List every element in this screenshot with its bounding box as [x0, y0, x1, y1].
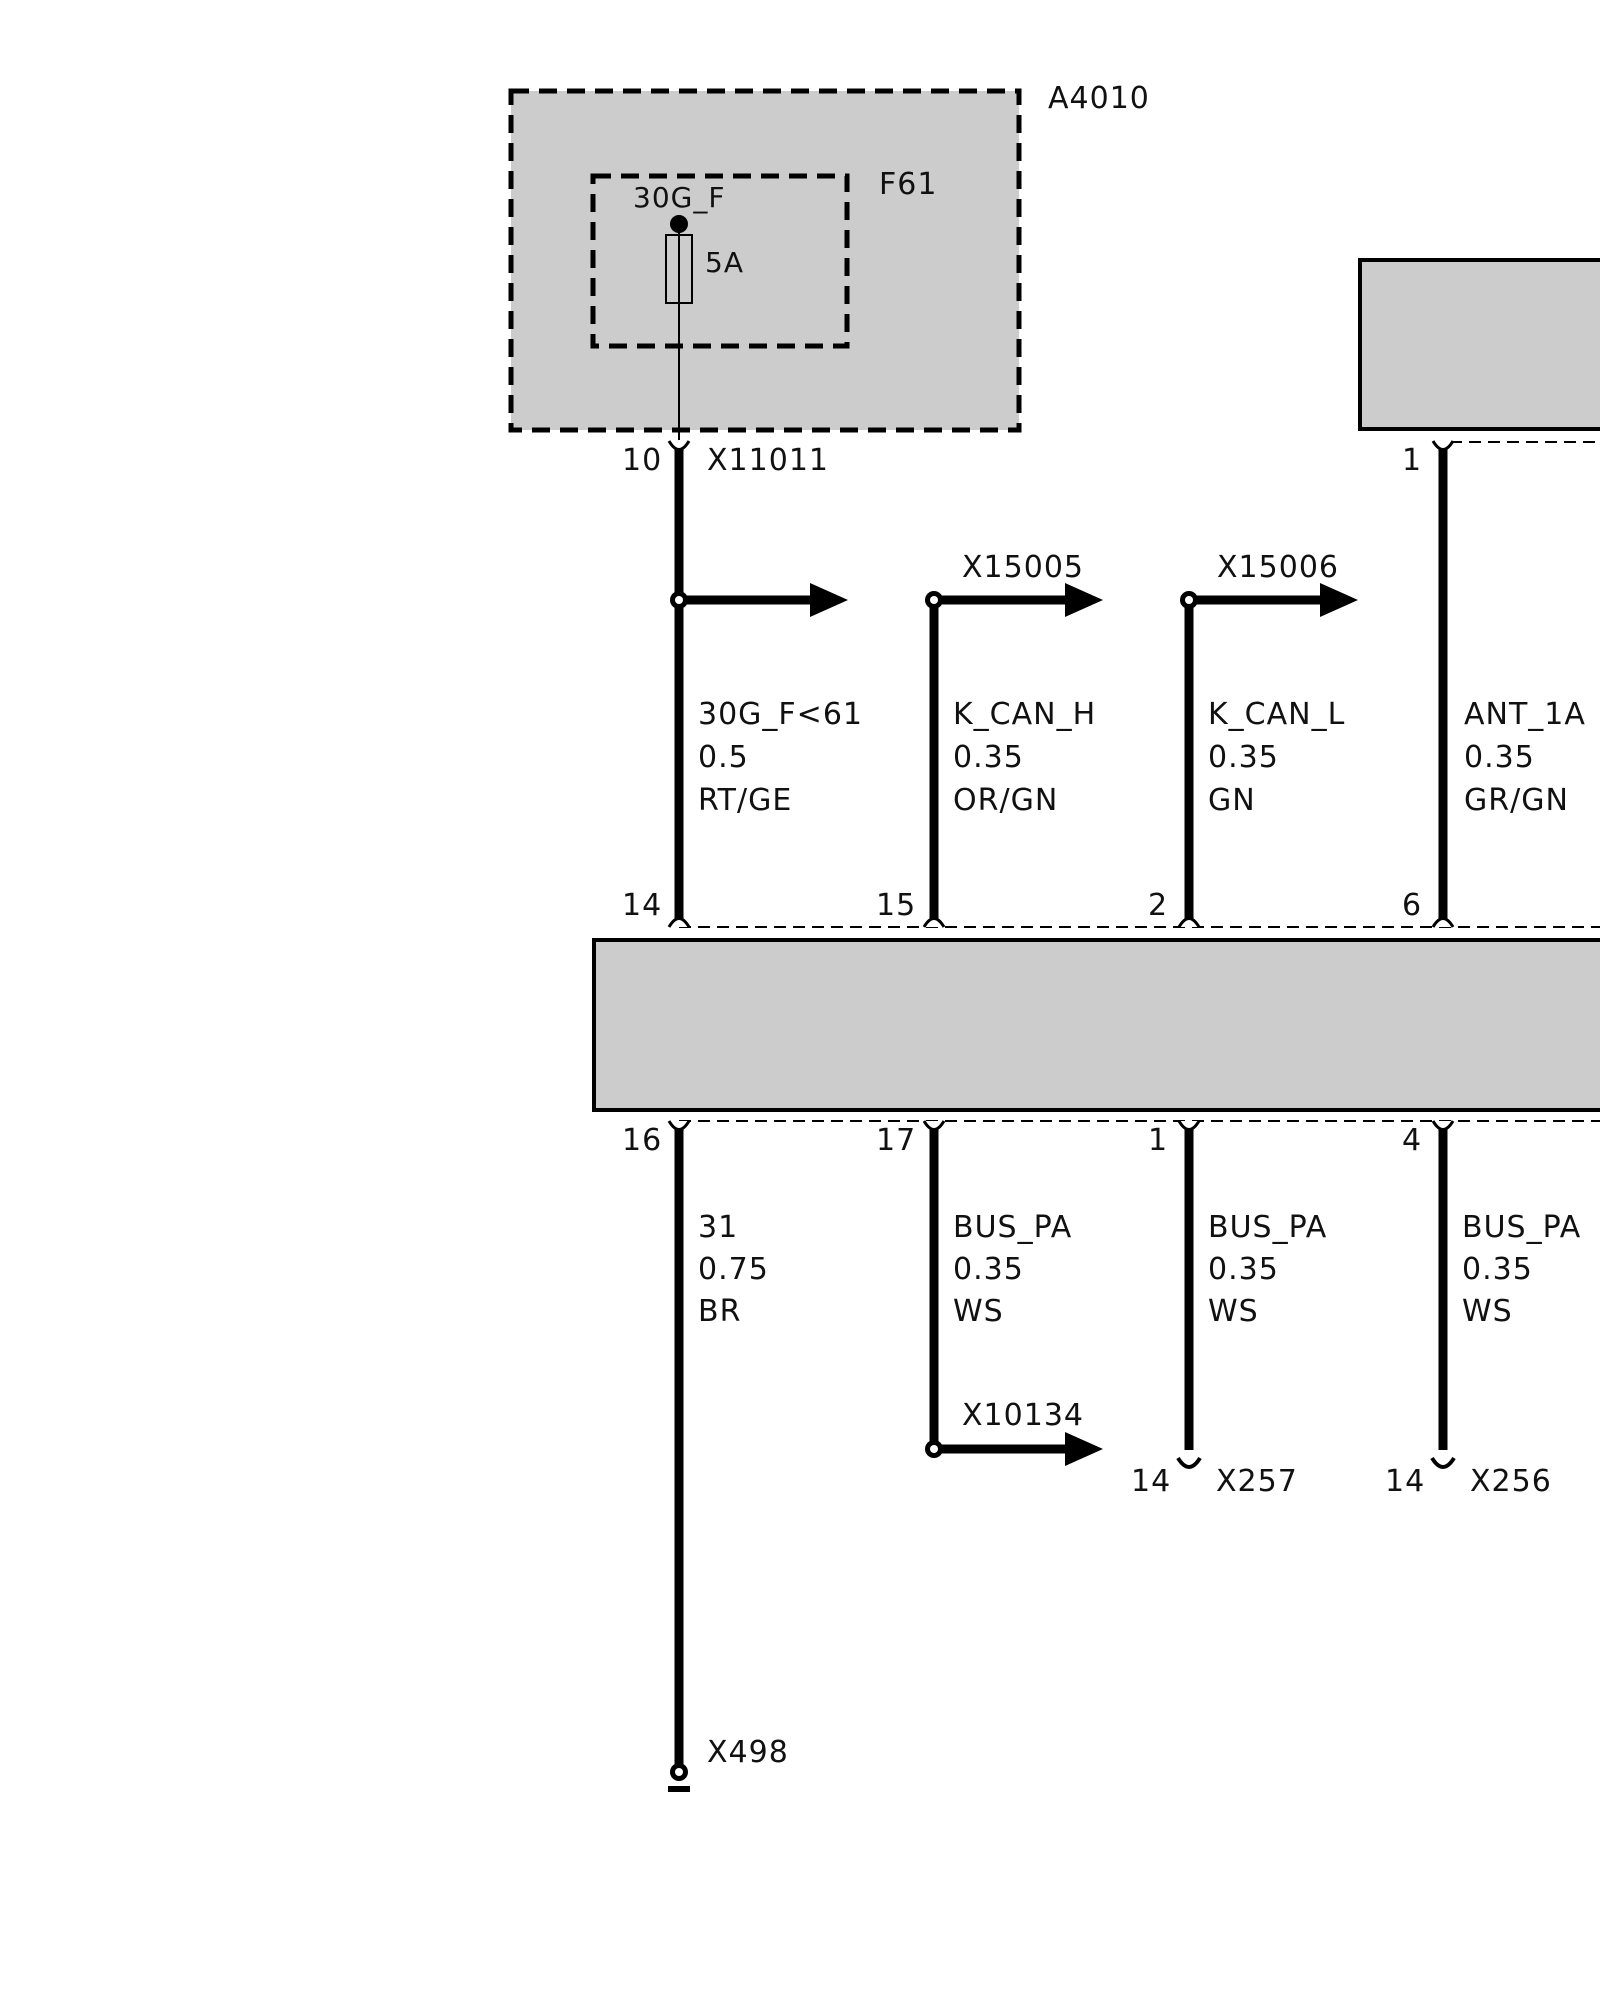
connector-x10134: X10134	[962, 1398, 1084, 1433]
bottom-pin-16: 16	[622, 1123, 662, 1158]
module-main-box	[592, 938, 1600, 1112]
pin-cap-bottom-4	[1431, 1120, 1455, 1131]
connector-x15006: X15006	[1217, 550, 1339, 585]
top-pin-6: 6	[1402, 888, 1422, 923]
pin-cap-x257	[1176, 1456, 1202, 1469]
pin-cap-top-right	[1431, 440, 1455, 451]
wire-signal: 30G_F<61	[698, 697, 863, 732]
wire-signal: BUS_PA	[1208, 1210, 1327, 1245]
splice-x15006	[1180, 583, 1358, 617]
pin-cap-bottom-16	[667, 1120, 691, 1131]
fuse-symbol-icon	[665, 234, 693, 304]
module-a4010-box	[508, 88, 1022, 433]
wire-gauge: 0.35	[1208, 1252, 1279, 1287]
bottom-pin-17: 17	[876, 1123, 916, 1158]
pin-cap-x11011	[667, 440, 691, 451]
ground-x498	[668, 1763, 690, 1792]
fuse-f61: F61 30G_F 5A	[590, 167, 937, 440]
wire-color: GN	[1208, 783, 1256, 818]
wire-label-bus-pa-1: BUS_PA 0.35 WS	[953, 1210, 1072, 1329]
splice-30g	[670, 583, 848, 617]
pin-x256: 14	[1385, 1464, 1425, 1499]
wire-label-bus-pa-2: BUS_PA 0.35 WS	[1208, 1210, 1327, 1329]
connector-x257: X257	[1216, 1464, 1298, 1499]
module-top-right-box	[1358, 258, 1600, 431]
wire-label-30g: 30G_F<61 0.5 RT/GE	[698, 697, 863, 818]
top-pin-15: 15	[876, 888, 916, 923]
wire-gauge: 0.35	[1462, 1252, 1533, 1287]
wire-label-ground-31: 31 0.75 BR	[698, 1210, 769, 1329]
wire-gauge: 0.35	[1208, 740, 1279, 775]
wire-color: WS	[1208, 1294, 1259, 1329]
wire-signal: BUS_PA	[1462, 1210, 1581, 1245]
pin-cap-bottom-17	[922, 1120, 946, 1131]
wire-gauge: 0.35	[953, 1252, 1024, 1287]
wire-signal: K_CAN_L	[1208, 697, 1345, 732]
wire-signal: K_CAN_H	[953, 697, 1096, 732]
fuse-f61-box	[590, 173, 850, 349]
pin-x11011: 10	[622, 443, 662, 478]
splice-x15005	[925, 583, 1103, 617]
wire-gauge: 0.75	[698, 1252, 769, 1287]
pin-cap-bottom-1	[1177, 1120, 1201, 1131]
top-pin-14: 14	[622, 888, 662, 923]
arrow-right-icon	[1065, 583, 1103, 617]
pin-x257: 14	[1131, 1464, 1171, 1499]
pin-top-right: 1	[1402, 443, 1422, 478]
pin-caps	[667, 440, 1456, 1469]
fuse-rating-label: 5A	[705, 246, 744, 279]
wire-color: RT/GE	[698, 783, 792, 818]
arrow-right-icon	[810, 583, 848, 617]
connector-x15005: X15005	[962, 550, 1084, 585]
wire-gauge: 0.35	[1464, 740, 1535, 775]
wire-color: BR	[698, 1294, 741, 1329]
wire-label-ant-1a: ANT_1A 0.35 GR/GN	[1464, 697, 1586, 818]
module-main	[592, 926, 1600, 1122]
connector-x256: X256	[1470, 1464, 1552, 1499]
wire-signal: 31	[698, 1210, 738, 1245]
arrow-right-icon	[1320, 583, 1358, 617]
connector-x11011: X11011	[707, 443, 829, 478]
pin-cap-top-15	[922, 917, 946, 928]
wire-color: WS	[1462, 1294, 1513, 1329]
pin-cap-top-2	[1177, 917, 1201, 928]
top-pin-2: 2	[1148, 888, 1168, 923]
splice-x10134	[925, 1432, 1103, 1466]
module-a4010: A4010 F61 30G_F 5A	[508, 81, 1150, 440]
wire-gauge: 0.35	[953, 740, 1024, 775]
arrow-right-icon	[1065, 1432, 1103, 1466]
wire-label-bus-pa-3: BUS_PA 0.35 WS	[1462, 1210, 1581, 1329]
bottom-pin-4: 4	[1402, 1123, 1422, 1158]
fuse-f61-label: F61	[879, 167, 937, 202]
pin-cap-top-6	[1431, 917, 1455, 928]
wire-color: WS	[953, 1294, 1004, 1329]
connector-x498: X498	[707, 1735, 789, 1770]
wire-signal: BUS_PA	[953, 1210, 1072, 1245]
pin-cap-top-14	[667, 917, 691, 928]
module-a4010-label: A4010	[1048, 81, 1150, 116]
wire-color: GR/GN	[1464, 783, 1569, 818]
module-top-right	[1358, 258, 1600, 443]
wire-label-k-can-l: K_CAN_L 0.35 GN	[1208, 697, 1345, 818]
pin-cap-x256	[1430, 1456, 1456, 1469]
wire-gauge: 0.5	[698, 740, 749, 775]
bottom-pin-1: 1	[1148, 1123, 1168, 1158]
wire-label-k-can-h: K_CAN_H 0.35 OR/GN	[953, 697, 1096, 818]
fuse-terminal-label: 30G_F	[633, 181, 725, 214]
wire-signal: ANT_1A	[1464, 697, 1586, 732]
wire-color: OR/GN	[953, 783, 1058, 818]
